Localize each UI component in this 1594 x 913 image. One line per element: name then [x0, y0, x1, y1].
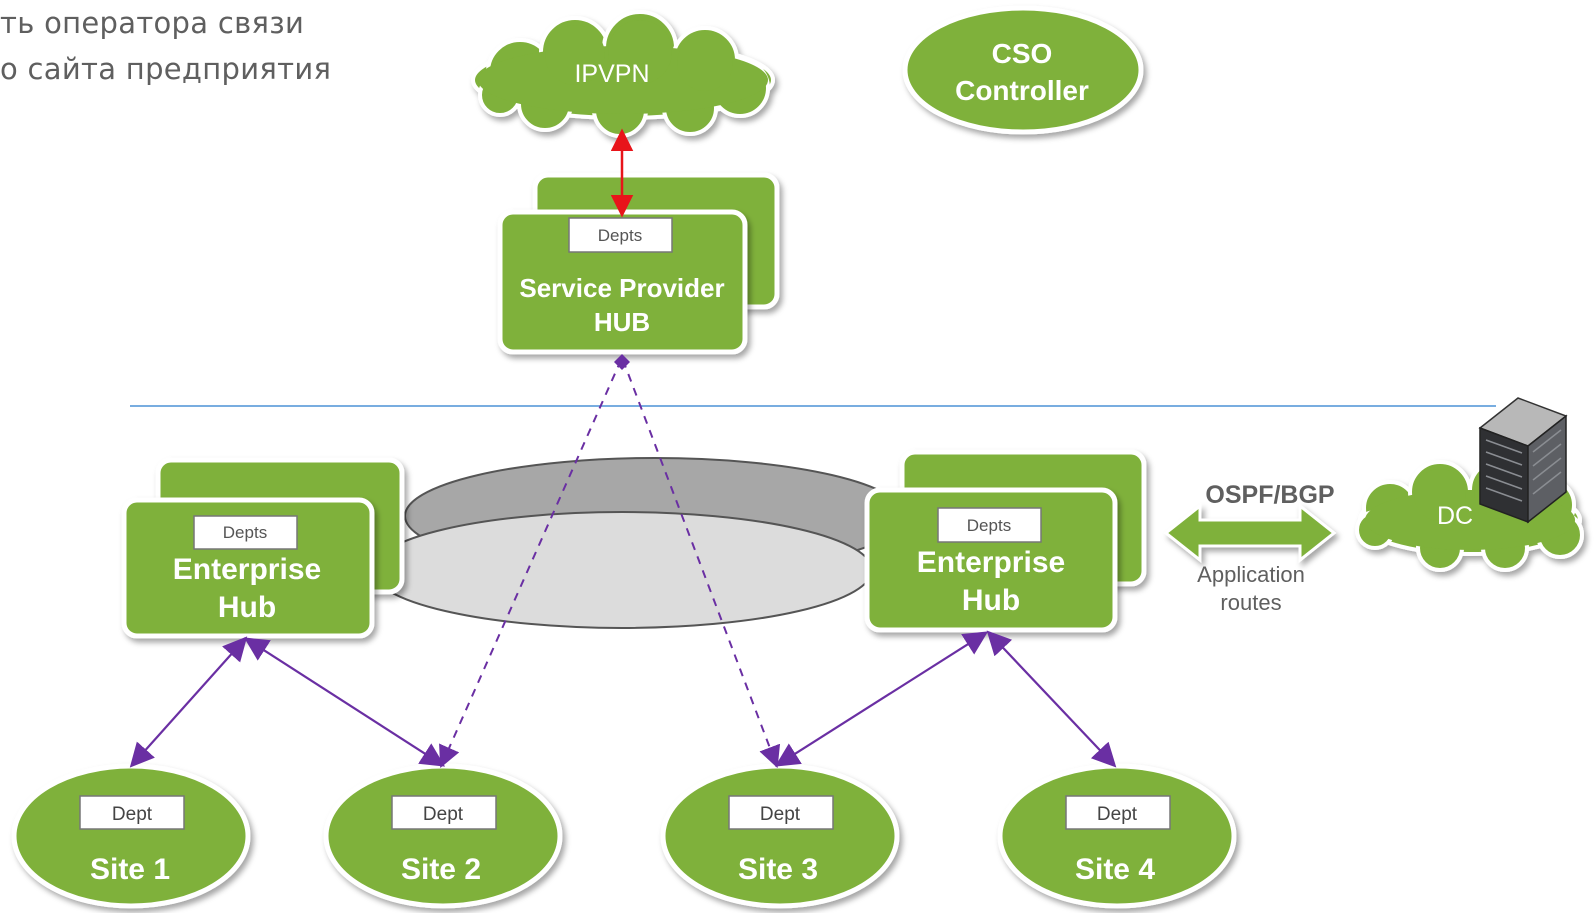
left-hub-label-line2: Hub: [218, 591, 276, 624]
right-hub-label-line2: Hub: [962, 584, 1020, 617]
sp-hub-tag: Depts: [598, 226, 642, 245]
link-right-hub-site-3: [774, 631, 989, 767]
ipvpn-label: IPVPN: [574, 60, 649, 88]
left-hub-label-line1: Enterprise: [173, 553, 321, 586]
site-3-tag: Dept: [760, 804, 801, 825]
left-hub-tag-box: [193, 515, 298, 550]
sp-hub-link-anchor: [614, 354, 630, 370]
routing-protocol-label: OSPF/BGP: [1205, 481, 1334, 509]
right-hub-tag-box: [937, 507, 1042, 543]
sp-hub-tag-box: [568, 217, 673, 253]
ospf-bgp-double-arrow: [1163, 502, 1337, 564]
routing-note-line2: routes: [1220, 590, 1281, 615]
link-left-hub-site-2: [243, 637, 446, 767]
site-2-node: [323, 763, 563, 909]
routing-note-line1: Application: [1197, 562, 1305, 587]
link-right-hub-site-4: [986, 630, 1117, 768]
link-sp-hub-site-3: [622, 359, 781, 769]
site-1-node: [11, 763, 251, 909]
site-3-label: Site 3: [738, 853, 818, 886]
hub-site-links: [129, 630, 1117, 768]
site-3-node: [660, 763, 900, 909]
cso-controller-node: [902, 5, 1144, 135]
link-left-hub-site-1: [129, 636, 248, 768]
cso-label-line1: CSO: [992, 38, 1053, 69]
site-1-tag: Dept: [112, 804, 153, 825]
site-2-label: Site 2: [401, 853, 481, 886]
transport-network-disc: [371, 457, 906, 629]
enterprise-hub-right: [864, 449, 1147, 633]
sp-hub-label-line2: HUB: [594, 307, 650, 337]
dc-label: DC: [1437, 502, 1473, 530]
service-provider-hub: [497, 172, 780, 355]
cso-label-line2: Controller: [955, 75, 1089, 106]
right-hub-label-line1: Enterprise: [917, 546, 1065, 579]
header-line-1: ть оператора связи: [0, 6, 305, 40]
site-4-node: [997, 763, 1237, 909]
header-line-2: о сайта предприятия: [0, 52, 332, 86]
site-4-label: Site 4: [1075, 853, 1155, 886]
server-rack-icon: [1478, 397, 1568, 524]
left-hub-tag: Depts: [223, 523, 267, 542]
site-4-tag: Dept: [1097, 804, 1138, 825]
site-1-label: Site 1: [90, 853, 170, 886]
ipvpn-cloud: [471, 10, 775, 138]
sp-hub-label-line1: Service Provider: [519, 273, 724, 303]
right-hub-tag: Depts: [967, 516, 1011, 535]
sp-hub-overlay-links: [439, 359, 781, 769]
enterprise-hub-left: [121, 457, 405, 639]
site-2-tag: Dept: [423, 804, 464, 825]
